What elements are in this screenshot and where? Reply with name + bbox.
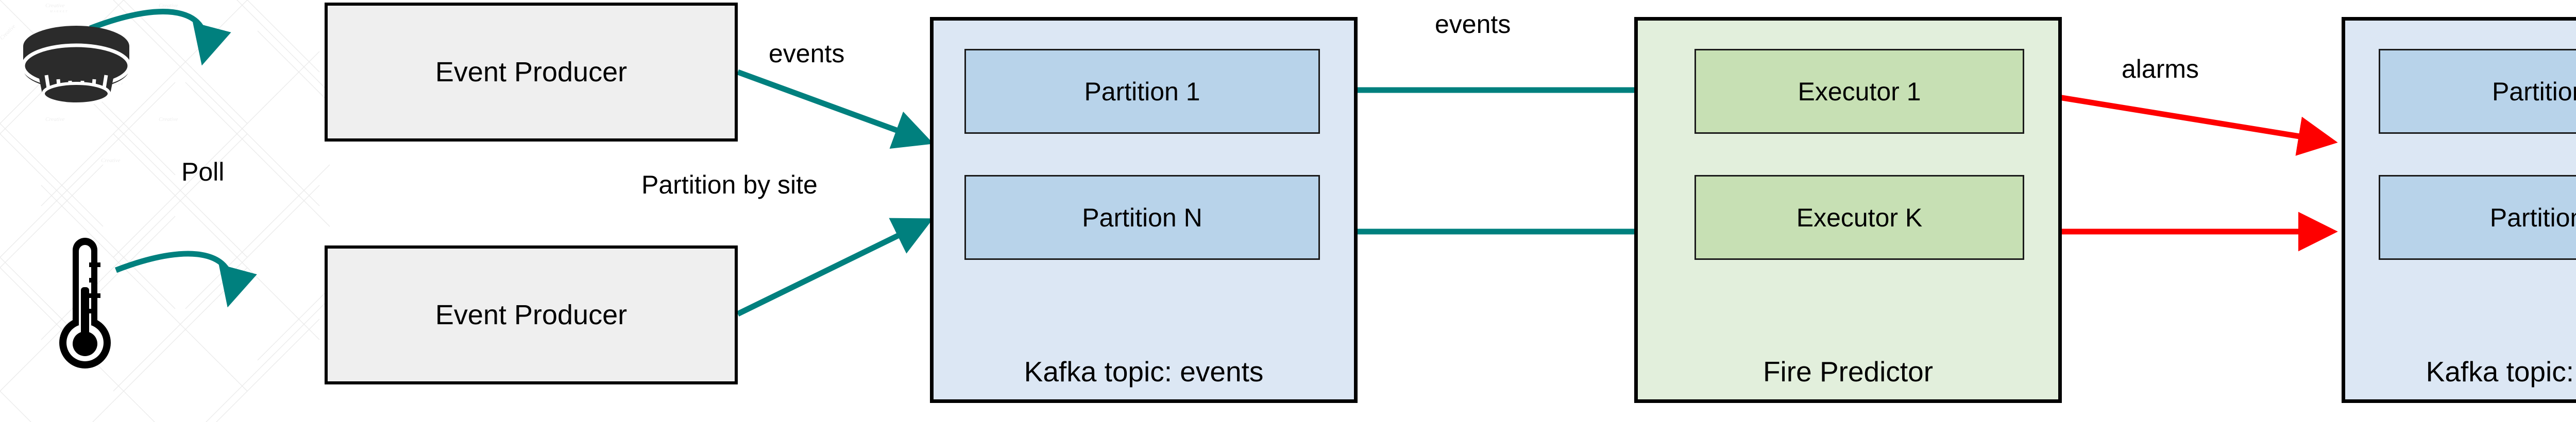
events-to-kafka-label: events [769, 39, 845, 68]
svg-text:Creative: Creative [159, 116, 178, 122]
event-producer-box-2[interactable]: Event Producer [325, 245, 738, 384]
partition-box-alarms-1[interactable]: Partition 1 [2379, 49, 2576, 134]
svg-text:Creative: Creative [159, 3, 178, 9]
alarms-to-kafka-label: alarms [2122, 55, 2199, 83]
kafka-topic-alarms-box[interactable]: Partition 1 Partition N Kafka topic: ala… [2342, 17, 2576, 403]
fire-predictor-box[interactable]: Executor 1 Executor K Fire Predictor [1634, 17, 2062, 403]
svg-text:Creative: Creative [45, 3, 65, 9]
executor-box-k[interactable]: Executor K [1694, 175, 2024, 260]
kafka-topic-events-label: Kafka topic: events [1024, 356, 1264, 388]
partition-label: Partition 1 [2492, 77, 2576, 106]
svg-text:MARKET: MARKET [49, 10, 68, 13]
executor-label: Executor 1 [1798, 77, 1921, 106]
event-producer-box-1[interactable]: Event Producer [325, 3, 738, 142]
thermometer-icon [49, 226, 121, 381]
edge-poll-thermometer [115, 251, 257, 308]
edge-producer2-to-kafka [736, 218, 934, 316]
kafka-topic-events-box[interactable]: Partition 1 Partition N Kafka topic: eve… [930, 17, 1358, 403]
partition-label: Partition N [1082, 203, 1202, 232]
executor-box-1[interactable]: Executor 1 [1694, 49, 2024, 134]
partition-by-site-label: Partition by site [641, 170, 818, 199]
partition-box-alarms-n[interactable]: Partition N [2379, 175, 2576, 260]
events-to-predictor-label: events [1435, 10, 1511, 39]
poll-label: Poll [181, 157, 225, 186]
event-producer-label: Event Producer [435, 56, 628, 87]
partition-label: Partition N [2489, 203, 2576, 232]
smoke-detector-icon [9, 22, 143, 106]
executor-label: Executor K [1796, 203, 1923, 232]
partition-label: Partition 1 [1084, 77, 1200, 106]
edge-executor1-to-alarms [2014, 87, 2338, 156]
kafka-topic-alarms-label: Kafka topic: alarms [2426, 356, 2576, 388]
fire-predictor-label: Fire Predictor [1762, 356, 1934, 388]
partition-box-events-n[interactable]: Partition N [964, 175, 1320, 260]
svg-text:Creative: Creative [101, 157, 121, 164]
partition-box-events-1[interactable]: Partition 1 [964, 49, 1320, 134]
edge-producer1-to-kafka [737, 69, 934, 149]
svg-text:MARKET: MARKET [163, 10, 181, 13]
svg-text:Creative: Creative [45, 116, 65, 122]
event-producer-label: Event Producer [435, 299, 628, 330]
